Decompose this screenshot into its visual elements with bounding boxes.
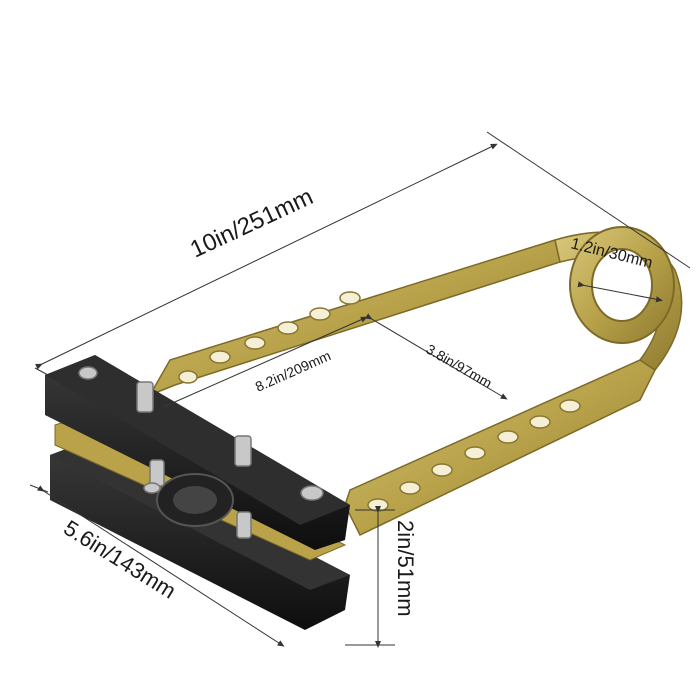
dimension-lines — [29, 131, 691, 648]
label-inner-width: 3.8in/97mm — [424, 341, 495, 391]
label-height: 2in/51mm — [393, 520, 418, 617]
label-overall-length: 10in/251mm — [186, 183, 317, 263]
adjustment-holes-bottom — [367, 399, 581, 512]
